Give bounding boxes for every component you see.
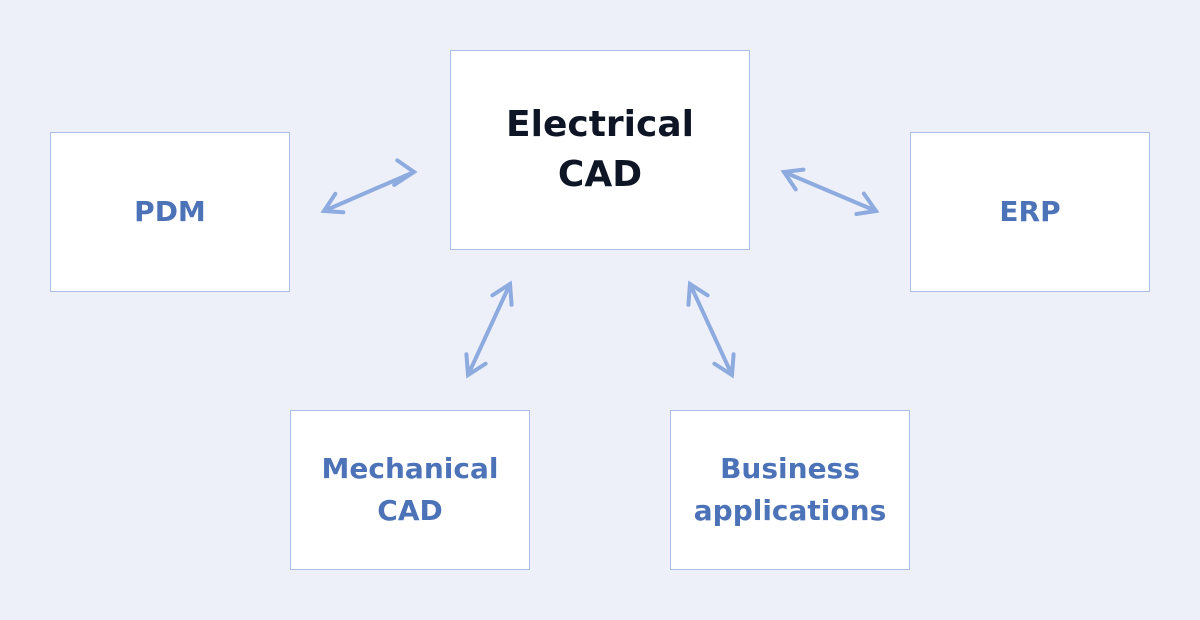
arrow-ecad-pdm xyxy=(320,158,418,215)
business-applications-box: Business applications xyxy=(670,410,910,570)
electrical-cad-label-line1: Electrical xyxy=(506,103,694,145)
business-applications-label-line1: Business xyxy=(720,452,860,485)
mechanical-cad-label: Mechanical CAD xyxy=(322,448,499,532)
erp-label: ERP xyxy=(999,195,1061,228)
business-applications-label: Business applications xyxy=(694,448,887,532)
business-applications-label-line2: applications xyxy=(693,494,887,527)
mechanical-cad-label-line2: CAD xyxy=(377,494,443,527)
electrical-cad-label-line2: CAD xyxy=(557,154,643,195)
electrical-cad-box: Electrical CAD xyxy=(450,50,750,250)
pdm-box: PDM xyxy=(50,132,290,292)
pdm-label: PDM xyxy=(134,195,206,228)
electrical-cad-label: Electrical CAD xyxy=(506,100,694,201)
mechanical-cad-label-line1: Mechanical xyxy=(321,452,499,485)
arrow-ecad-erp xyxy=(780,167,880,216)
arrow-ecad-business-apps xyxy=(686,280,736,379)
erp-box: ERP xyxy=(910,132,1150,292)
arrow-ecad-mechanical-cad xyxy=(464,280,514,379)
mechanical-cad-box: Mechanical CAD xyxy=(290,410,530,570)
